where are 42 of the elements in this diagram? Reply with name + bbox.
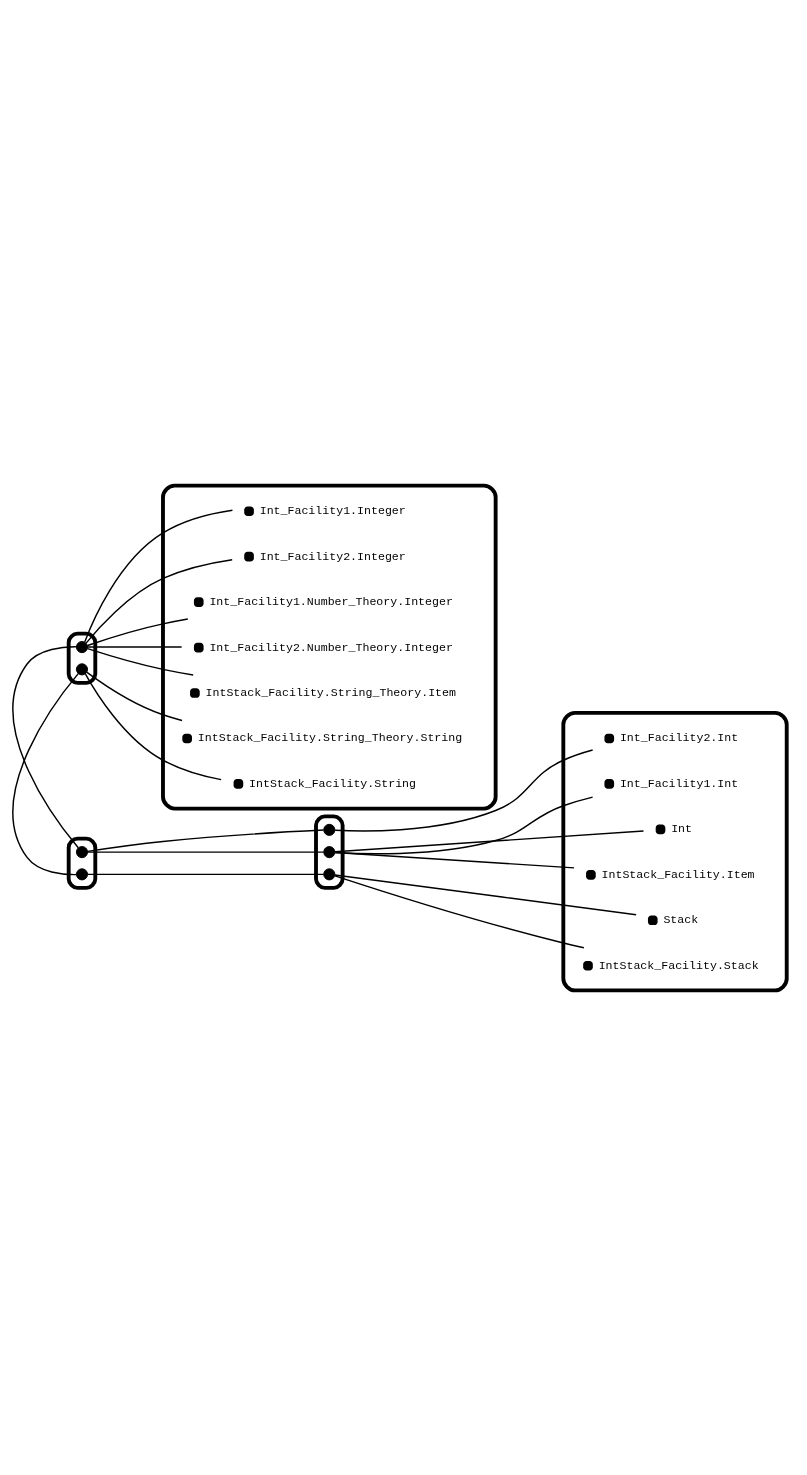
node-label: IntStack_Facility.String_Theory.String	[197, 730, 463, 744]
node-label: IntStack_Facility.String	[249, 776, 417, 790]
node-circle	[75, 845, 89, 858]
connector	[85, 558, 233, 644]
cluster	[314, 813, 345, 890]
connector	[334, 829, 645, 853]
cluster	[161, 483, 498, 811]
connector	[86, 645, 183, 648]
connector	[86, 850, 325, 853]
node-circle	[323, 845, 336, 858]
node-label: Int_Facility1.Integer	[259, 503, 406, 517]
connector	[334, 873, 637, 915]
connector	[334, 748, 594, 832]
connector	[12, 672, 79, 875]
connector	[86, 873, 325, 875]
node-label: Int_Facility1.Int	[619, 776, 739, 790]
node-label: Stack	[663, 912, 699, 926]
node-label: IntStack_Facility.Stack	[598, 958, 759, 972]
node-label: Int_Facility1.Number_Theory.Integer	[209, 594, 453, 608]
node-circle	[75, 867, 89, 880]
node-circle	[323, 823, 336, 836]
connector	[86, 671, 183, 721]
node-label: Int	[671, 821, 693, 835]
connector	[334, 874, 585, 949]
connector	[84, 509, 234, 643]
cluster	[66, 836, 98, 890]
node-label: Int_Facility2.Number_Theory.Integer	[209, 640, 453, 654]
node-circle	[323, 867, 336, 880]
connector	[334, 851, 575, 869]
node-label: IntStack_Facility.Item	[601, 867, 755, 881]
connector	[84, 672, 222, 780]
node-label: Int_Facility2.Integer	[259, 549, 406, 563]
node-label: Int_Facility2.Int	[619, 730, 739, 744]
cluster	[66, 631, 98, 685]
connector	[86, 647, 194, 676]
cluster	[561, 710, 789, 992]
node-circle	[75, 662, 89, 675]
node-label: IntStack_Facility.String_Theory.Item	[205, 685, 456, 699]
connector	[12, 645, 79, 849]
connector	[86, 617, 189, 646]
connector	[86, 828, 325, 852]
node-circle	[75, 640, 89, 653]
